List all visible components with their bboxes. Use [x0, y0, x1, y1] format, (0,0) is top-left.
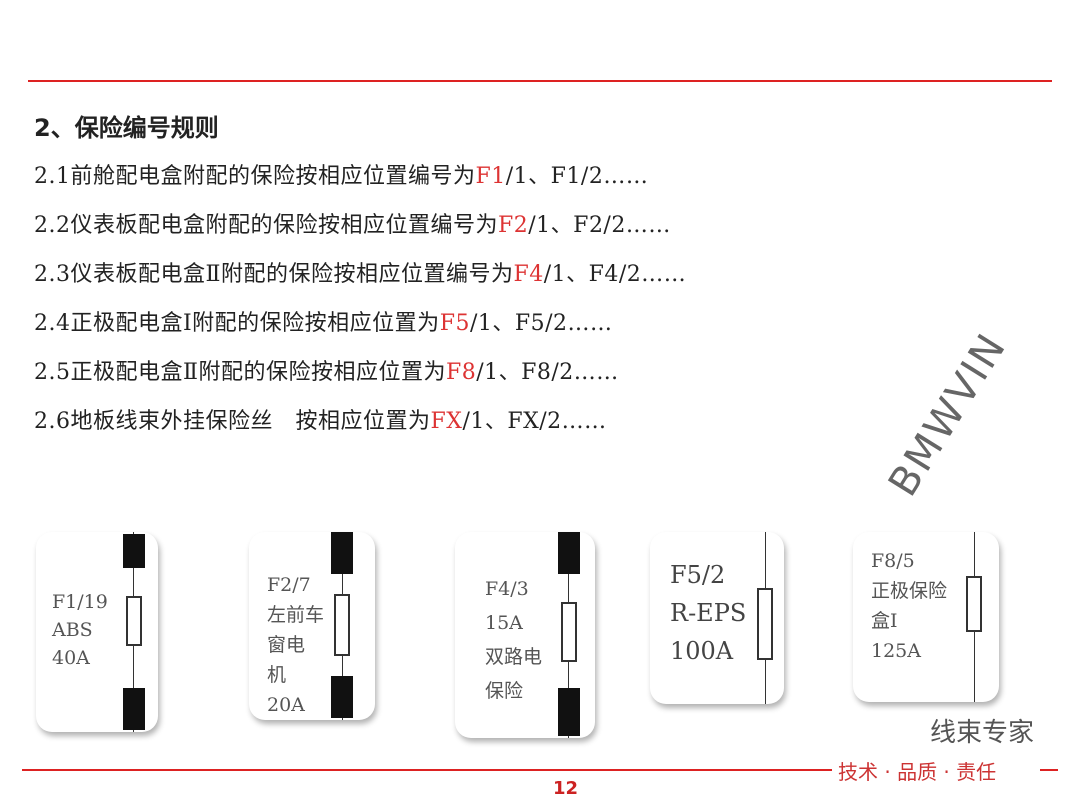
terminal-block — [123, 534, 145, 568]
watermark: BMWVIN — [880, 325, 1016, 505]
rule-suffix: /1、F1/2…… — [505, 164, 649, 189]
rule-suffix: /1、F2/2…… — [528, 213, 671, 238]
rule-line: 2.3仪表板配电盒Ⅱ附配的保险按相应位置编号为F4/1、F4/2…… — [34, 256, 686, 288]
fuse-symbol — [757, 588, 773, 660]
fuse-card-f5-2: F5/2 R-EPS 100A — [650, 532, 784, 704]
footer-divider — [22, 769, 832, 771]
page-number: 12 — [553, 778, 579, 799]
fuse-label: F4/3 15A 双路电 保险 — [485, 578, 543, 702]
rule-prefix: 2.1前舱配电盒附配的保险按相应位置编号为 — [34, 164, 476, 189]
fuse-label: F5/2 R-EPS 100A — [670, 561, 747, 665]
rule-line: 2.6地板线束外挂保险丝 按相应位置为FX/1、FX/2…… — [34, 403, 607, 435]
fuse-symbol — [334, 594, 350, 656]
terminal-block — [123, 688, 145, 730]
rule-prefix: 2.2仪表板配电盒附配的保险按相应位置编号为 — [34, 213, 498, 238]
rule-line: 2.5正极配电盒Ⅱ附配的保险按相应位置为F8/1、F8/2…… — [34, 354, 619, 386]
rule-prefix: 2.6地板线束外挂保险丝 按相应位置为 — [34, 409, 431, 434]
rule-highlight: F2 — [498, 213, 529, 238]
rule-prefix: 2.3仪表板配电盒Ⅱ附配的保险按相应位置编号为 — [34, 262, 514, 287]
fuse-label: F2/7 左前车 窗电 机 20A — [267, 574, 325, 716]
fuse-card-f8-5: F8/5 正极保险 盒I 125A — [853, 532, 999, 702]
fuse-card-f1-19: F1/19 ABS 40A — [36, 532, 158, 732]
rule-line: 2.1前舱配电盒附配的保险按相应位置编号为F1/1、F1/2…… — [34, 158, 648, 190]
rule-line: 2.2仪表板配电盒附配的保险按相应位置编号为F2/1、F2/2…… — [34, 207, 671, 239]
rule-highlight: FX — [430, 409, 463, 434]
fuse-card-f4-3: F4/3 15A 双路电 保险 — [455, 532, 595, 738]
terminal-block — [558, 532, 580, 574]
fuse-symbol — [966, 576, 982, 632]
rule-suffix: /1、F8/2…… — [476, 360, 619, 385]
terminal-block — [558, 688, 580, 736]
section-heading: 2、保险编号规则 — [34, 114, 219, 142]
header-divider — [28, 80, 1052, 82]
footer-motto: 技术 · 品质 · 责任 — [838, 760, 997, 784]
rule-prefix: 2.4正极配电盒Ⅰ附配的保险按相应位置为 — [34, 311, 440, 336]
footer-divider-right — [1040, 769, 1058, 771]
rule-highlight: F8 — [445, 360, 477, 385]
rule-highlight: F4 — [513, 262, 544, 287]
rule-line: 2.4正极配电盒Ⅰ附配的保险按相应位置为F5/1、F5/2…… — [34, 305, 613, 337]
brand-watermark: 线束专家 — [930, 718, 1035, 748]
fuse-symbol — [561, 602, 577, 662]
rule-highlight: F1 — [475, 164, 506, 189]
fuse-card-f2-7: F2/7 左前车 窗电 机 20A — [249, 532, 375, 720]
terminal-block — [331, 676, 353, 718]
fuse-symbol — [126, 596, 142, 646]
rule-highlight: F5 — [439, 311, 470, 336]
fuse-label: F1/19 ABS 40A — [52, 591, 108, 669]
rule-prefix: 2.5正极配电盒Ⅱ附配的保险按相应位置为 — [34, 360, 446, 385]
fuse-label: F8/5 正极保险 盒I 125A — [871, 550, 948, 662]
rule-suffix: /1、F4/2…… — [543, 262, 687, 287]
rule-suffix: /1、FX/2…… — [462, 409, 607, 434]
terminal-block — [331, 532, 353, 574]
rule-suffix: /1、F5/2…… — [469, 311, 613, 336]
